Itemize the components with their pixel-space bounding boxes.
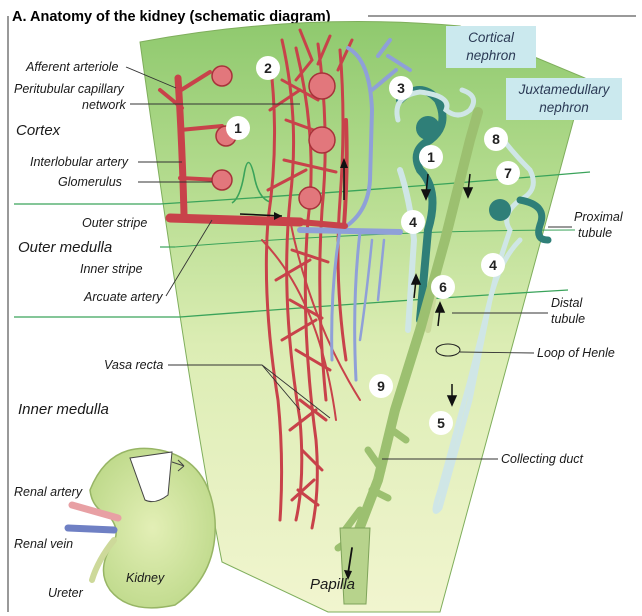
juxtamedullary-nephron-label-1: Juxtamedullary [518,82,611,97]
venous-network [297,38,412,382]
boundary-inner [179,289,569,318]
label-inner-stripe: Inner stripe [80,262,143,276]
cortical-ridge [231,161,271,204]
svg-text:2: 2 [264,60,272,76]
label-peritubular-2: network [82,98,127,112]
collecting-duct [334,107,483,605]
flow-arrowhead-vertical [340,158,348,168]
label-renal-artery: Renal artery [14,485,83,499]
cortical-nephron-box [446,26,536,68]
number-markers: 1 2 3 1 4 8 7 4 6 9 5 [226,56,520,435]
arterial-tree [158,70,349,229]
juxtamedullary-nephron-label-2: nephron [539,100,589,115]
label-loop-of-henle: Loop of Henle [537,346,615,360]
region-cortex: Cortex [16,122,61,139]
label-peritubular-1: Peritubular capillary [14,82,125,96]
leader-afferent-arteriole [125,66,177,89]
svg-text:4: 4 [489,257,497,273]
cortical-nephron-label-1: Cortical [468,30,515,45]
label-vasa-recta: Vasa recta [104,358,163,372]
svg-text:7: 7 [504,165,512,181]
label-glomerulus: Glomerulus [58,175,122,189]
label-collecting-duct: Collecting duct [501,452,584,466]
label-proximal-1: Proximal [574,210,624,224]
leader-vasa-recta [168,364,331,419]
label-distal-2: tubule [551,312,585,326]
label-renal-vein: Renal vein [14,537,73,551]
label-interlobular-artery: Interlobular artery [30,155,129,169]
loop-of-henle-marker [435,343,461,357]
svg-text:5: 5 [437,415,445,431]
svg-text:8: 8 [492,131,500,147]
label-arcuate-artery: Arcuate artery [83,290,163,304]
kidney-inset [64,447,216,609]
label-kidney: Kidney [126,571,165,585]
svg-text:1: 1 [234,120,242,136]
label-distal-1: Distal [551,296,583,310]
leader-arcuate [165,219,213,297]
svg-text:9: 9 [377,378,385,394]
svg-text:1: 1 [427,149,435,165]
region-inner-medulla: Inner medulla [18,401,109,418]
label-papilla: Papilla [310,576,355,593]
diagram-title: A. Anatomy of the kidney (schematic diag… [12,9,331,25]
cortical-nephron-label-2: nephron [466,48,516,63]
juxtamedullary-nephron-box [506,78,622,120]
leader-loop-of-henle [459,351,535,354]
label-afferent-arteriole: Afferent arteriole [25,60,118,74]
label-ureter: Ureter [48,586,84,600]
svg-text:6: 6 [439,279,447,295]
label-proximal-2: tubule [578,226,612,240]
label-outer-stripe: Outer stripe [82,216,147,230]
tubule-flow-arrows [410,173,474,407]
glomeruli [211,65,336,210]
svg-text:3: 3 [397,80,405,96]
flow-arrowhead-arcuate [274,212,282,220]
svg-text:4: 4 [409,214,417,230]
region-outer-medulla: Outer medulla [18,239,112,256]
